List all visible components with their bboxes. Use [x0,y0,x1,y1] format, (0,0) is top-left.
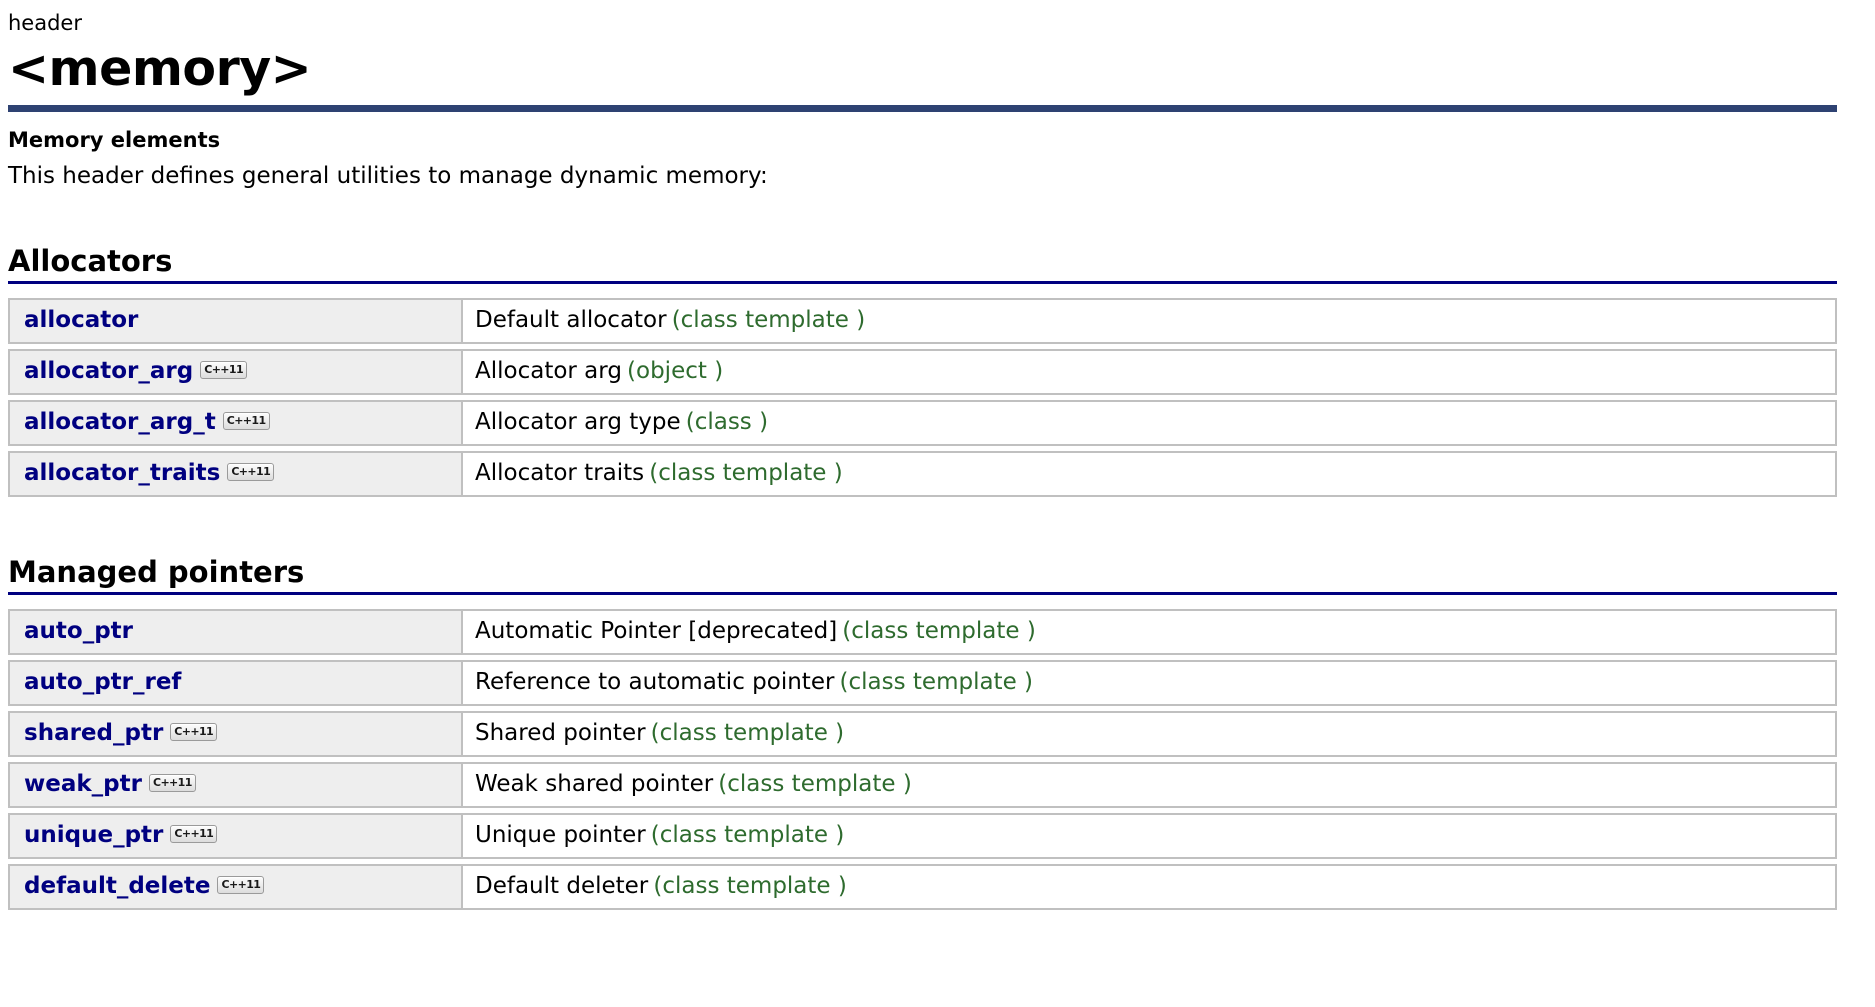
entry-name-cell: default_delete C++11 [8,864,462,910]
section-heading: Managed pointers [8,555,305,589]
reference-page: header <memory> Memory elements This hea… [8,10,1837,915]
entry-link-shared_ptr[interactable]: shared_ptr [24,720,164,746]
table-row: default_delete C++11 Default deleter (clas… [8,864,1837,910]
entry-type-annotation: (class ) [685,409,769,435]
entry-link-allocator[interactable]: allocator [24,307,139,333]
cpp11-badge-icon: C++11 [227,462,275,481]
cpp11-badge-icon: C++11 [200,360,248,379]
cpp11-badge-icon: C++11 [148,773,196,792]
cpp11-badge-icon: C++11 [217,875,265,894]
table-row: unique_ptr C++11 Unique pointer (class tem… [8,813,1837,859]
entry-type-annotation: (class template ) [650,720,845,746]
table-row: allocator_traits C++11 Allocator traits (c… [8,451,1837,497]
entry-description: Allocator arg [475,358,622,384]
reference-table: allocator Default allocator (class templa… [8,293,1837,502]
page-title: <memory> [8,40,312,97]
entry-description-cell: Reference to automatic pointer (class te… [462,660,1837,706]
entry-name-cell: unique_ptr C++11 [8,813,462,859]
section-rule [8,281,1837,284]
table-row: shared_ptr C++11 Shared pointer (class tem… [8,711,1837,757]
section-allocators: Allocators allocator Default allocator (cl… [8,243,1837,502]
entry-description: Unique pointer [475,822,646,848]
entry-link-allocator_traits[interactable]: allocator_traits [24,460,221,486]
table-row: auto_ptr Automatic Pointer [deprecated] (… [8,609,1837,655]
entry-name-cell: allocator_traits C++11 [8,451,462,497]
entry-description-cell: Allocator arg type (class ) [462,400,1837,446]
reference-table: auto_ptr Automatic Pointer [deprecated] (… [8,604,1837,915]
entry-name-cell: auto_ptr [8,609,462,655]
entry-name-cell: allocator_arg C++11 [8,349,462,395]
entry-type-annotation: (class template ) [653,873,847,899]
entry-description-cell: Allocator traits (class template ) [462,451,1837,497]
entry-link-unique_ptr[interactable]: unique_ptr [24,822,164,848]
entry-description: Reference to automatic pointer [475,669,835,695]
entry-description-cell: Default deleter (class template ) [462,864,1837,910]
entry-type-annotation: (class template ) [671,307,866,333]
entry-description: Weak shared pointer [475,771,714,797]
title-rule [8,105,1837,112]
entry-description-cell: Default allocator (class template ) [462,298,1837,344]
entry-name-cell: weak_ptr C++11 [8,762,462,808]
entry-link-default_delete[interactable]: default_delete [24,873,211,899]
entry-type-annotation: (class template ) [842,618,1036,644]
table-row: allocator_arg C++11 Allocator arg (object … [8,349,1837,395]
entry-type-annotation: (class template ) [649,460,843,486]
entry-link-allocator_arg_t[interactable]: allocator_arg_t [24,409,216,435]
entry-name-cell: auto_ptr_ref [8,660,462,706]
table-row: allocator_arg_t C++11 Allocator arg type (… [8,400,1837,446]
cpp11-badge-icon: C++11 [170,824,218,843]
entry-description: Default deleter [475,873,649,899]
entry-link-auto_ptr[interactable]: auto_ptr [24,618,133,644]
cpp11-badge-icon: C++11 [170,722,218,741]
lead-title: Memory elements [8,128,221,152]
entry-description-cell: Unique pointer (class template ) [462,813,1837,859]
entry-description: Automatic Pointer [deprecated] [475,618,838,644]
entry-link-auto_ptr_ref[interactable]: auto_ptr_ref [24,669,182,695]
entry-description-cell: Automatic Pointer [deprecated] (class te… [462,609,1837,655]
entry-name-cell: allocator [8,298,462,344]
sections-container: Allocators allocator Default allocator (cl… [8,243,1837,915]
entry-name-cell: shared_ptr C++11 [8,711,462,757]
entry-type-annotation: (object ) [627,358,724,384]
entry-description: Allocator traits [475,460,645,486]
section-managed-pointers: Managed pointers auto_ptr Automatic Pointe… [8,554,1837,915]
entry-description: Shared pointer [475,720,646,746]
section-heading: Allocators [8,244,173,278]
entry-description-cell: Weak shared pointer (class template ) [462,762,1837,808]
entry-link-weak_ptr[interactable]: weak_ptr [24,771,142,797]
entry-type-annotation: (class template ) [839,669,1034,695]
entry-description-cell: Shared pointer (class template ) [462,711,1837,757]
entry-link-allocator_arg[interactable]: allocator_arg [24,358,194,384]
lead-text: This header defines general utilities to… [8,163,768,189]
entry-description: Default allocator [475,307,667,333]
table-row: auto_ptr_ref Reference to automatic point… [8,660,1837,706]
entry-type-annotation: (class template ) [650,822,845,848]
page-kicker: header [8,11,82,35]
section-rule [8,592,1837,595]
entry-name-cell: allocator_arg_t C++11 [8,400,462,446]
cpp11-badge-icon: C++11 [222,411,270,430]
entry-type-annotation: (class template ) [718,771,912,797]
entry-description: Allocator arg type [475,409,681,435]
table-row: weak_ptr C++11 Weak shared pointer (class … [8,762,1837,808]
entry-description-cell: Allocator arg (object ) [462,349,1837,395]
page-header: header <memory> [8,10,1837,112]
table-row: allocator Default allocator (class templa… [8,298,1837,344]
